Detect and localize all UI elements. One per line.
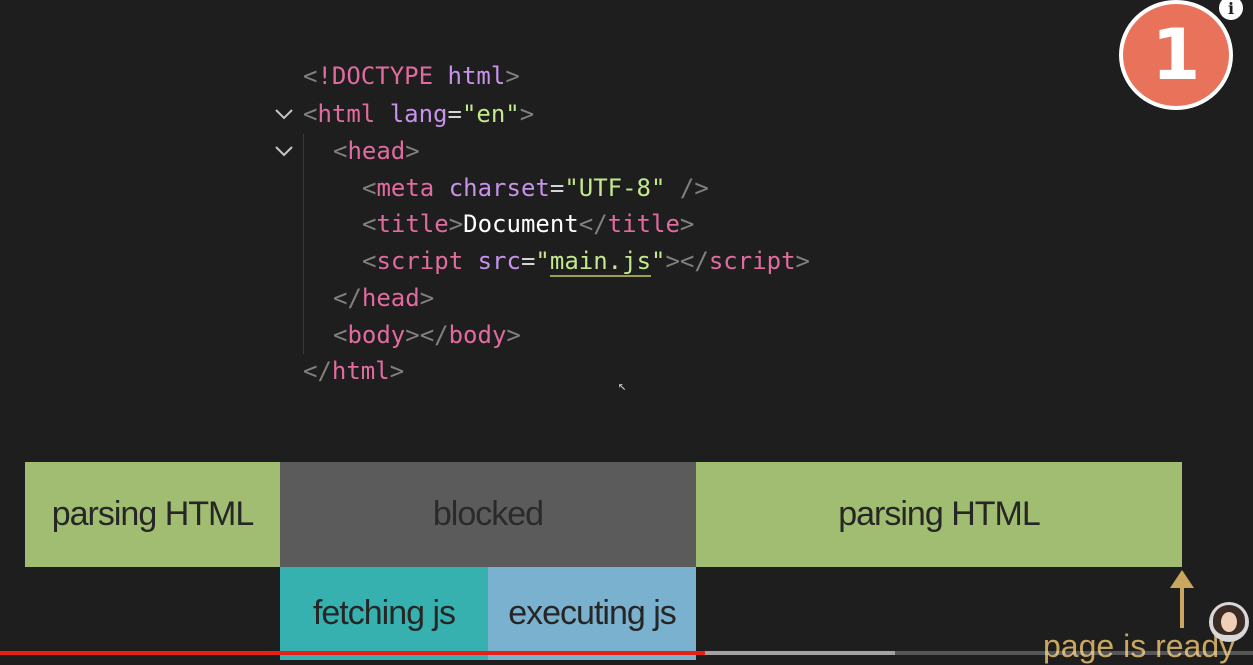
fold-chevron-html-icon[interactable] [272, 96, 296, 132]
code-editor: <<!!DOCTYPE html> <html lang="en"> <head… [272, 62, 810, 394]
indent-guide [303, 134, 304, 354]
info-icon[interactable]: i [1219, 0, 1243, 20]
fold-chevron-head-icon[interactable] [272, 133, 296, 169]
timeline-fetching-js: fetching js [280, 567, 488, 660]
code-line-head-close: </head> [333, 284, 435, 312]
presenter-avatar [1209, 602, 1249, 642]
code-line-meta: <meta charset="UTF-8" /> [362, 174, 709, 202]
timeline-blocked: blocked [280, 462, 696, 567]
code-line-title: <title>Document</title> [362, 210, 695, 238]
code-line-head-open: <head> [333, 137, 420, 165]
code-line-html-open: <html lang="en"> [303, 100, 535, 128]
timeline-parsing-html-2: parsing HTML [696, 462, 1182, 567]
progress-played [0, 651, 706, 655]
mouse-cursor-icon: ↖ [618, 378, 627, 394]
code-line-html-close: </html> [303, 357, 405, 385]
up-arrow-icon [1170, 570, 1194, 628]
script-src-link[interactable]: main.js [549, 247, 652, 277]
timeline-executing-js: executing js [488, 567, 696, 660]
code-line-body: <body></body> [333, 321, 521, 349]
timeline-parsing-html-1: parsing HTML [25, 462, 280, 567]
code-line-doctype: <<!!DOCTYPE html> [303, 62, 520, 90]
video-progress-bar[interactable] [0, 651, 1253, 655]
step-number-badge: 1 [1119, 0, 1233, 110]
code-line-script: <script src="main.js"></script> [362, 247, 810, 277]
page-ready-label: page is ready [1043, 628, 1236, 664]
